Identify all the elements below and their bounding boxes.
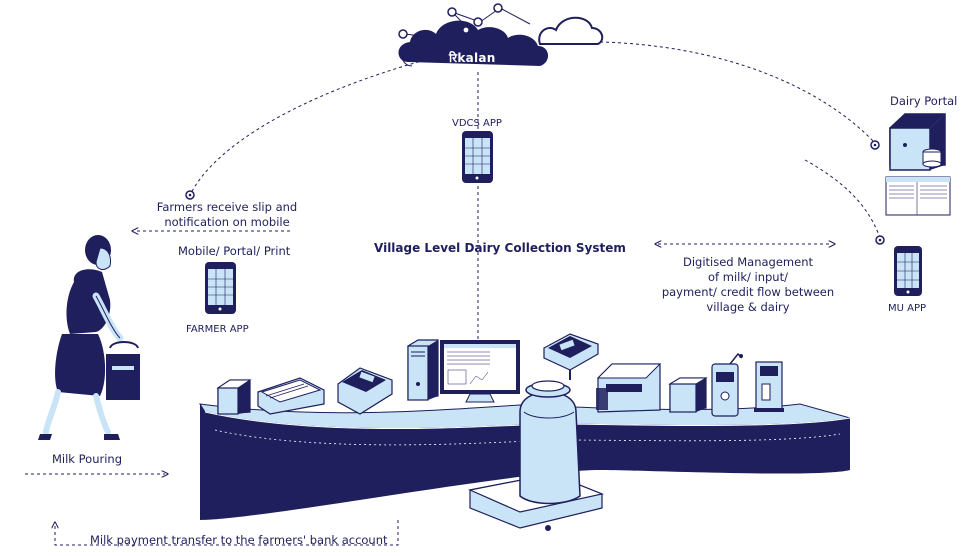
label-digitised-line2: of milk/ input/ bbox=[708, 270, 788, 284]
label-village-system: Village Level Dairy Collection System bbox=[374, 241, 626, 255]
pos-machine-icon bbox=[337, 367, 393, 415]
phone-icon-vdcs bbox=[462, 131, 493, 183]
analyzer-scale-icon bbox=[543, 333, 599, 380]
label-mu-app: MU APP bbox=[888, 303, 927, 314]
label-digitised-line4: village & dairy bbox=[706, 300, 790, 314]
portal-report-icon bbox=[885, 176, 951, 216]
label-farmers-slip-line2: notification on mobile bbox=[164, 215, 290, 229]
arc-cloud-to-farmer bbox=[189, 59, 426, 196]
arc-portal-to-mu bbox=[804, 159, 881, 239]
small-cabinet-icon bbox=[668, 377, 708, 413]
arc-cloud-to-portal bbox=[599, 41, 876, 144]
label-mobile-portal-print: Mobile/ Portal/ Print bbox=[178, 244, 291, 258]
cloud-icon bbox=[398, 3, 604, 67]
computer-icon bbox=[440, 340, 520, 403]
milk-tester-icon bbox=[711, 352, 743, 417]
label-vdcs-app: VDCS APP bbox=[452, 118, 502, 129]
phone-icon-farmer bbox=[205, 262, 236, 314]
milk-can-icon bbox=[519, 380, 581, 505]
stirrer-icon bbox=[754, 361, 784, 412]
label-farmer-app: FARMER APP bbox=[186, 324, 249, 335]
small-box-icon bbox=[216, 379, 252, 415]
label-dairy-portal: Dairy Portal bbox=[890, 94, 958, 108]
printer-icon bbox=[257, 377, 325, 415]
label-farmers-slip: Farmers receive slip and notification on… bbox=[154, 200, 300, 230]
label-digitised-line3: payment/ credit flow between bbox=[661, 285, 835, 299]
label-milk-pouring: Milk Pouring bbox=[52, 452, 122, 466]
cpu-tower-icon bbox=[407, 339, 439, 401]
server-icon bbox=[889, 113, 946, 171]
phone-icon-mu bbox=[894, 246, 922, 296]
arrow-payment-transfer bbox=[55, 520, 399, 546]
sakalan-logo: रिkalan bbox=[449, 51, 496, 65]
label-digitised: Digitised Management of milk/ input/ pay… bbox=[660, 255, 836, 315]
label-digitised-line1: Digitised Management bbox=[682, 255, 814, 269]
farmer-figure-icon bbox=[38, 235, 140, 440]
label-farmers-slip-line1: Farmers receive slip and bbox=[156, 200, 298, 214]
label-payment-transfer: Milk payment transfer to the farmers' ba… bbox=[90, 533, 388, 547]
analyzer-icon bbox=[596, 363, 662, 413]
